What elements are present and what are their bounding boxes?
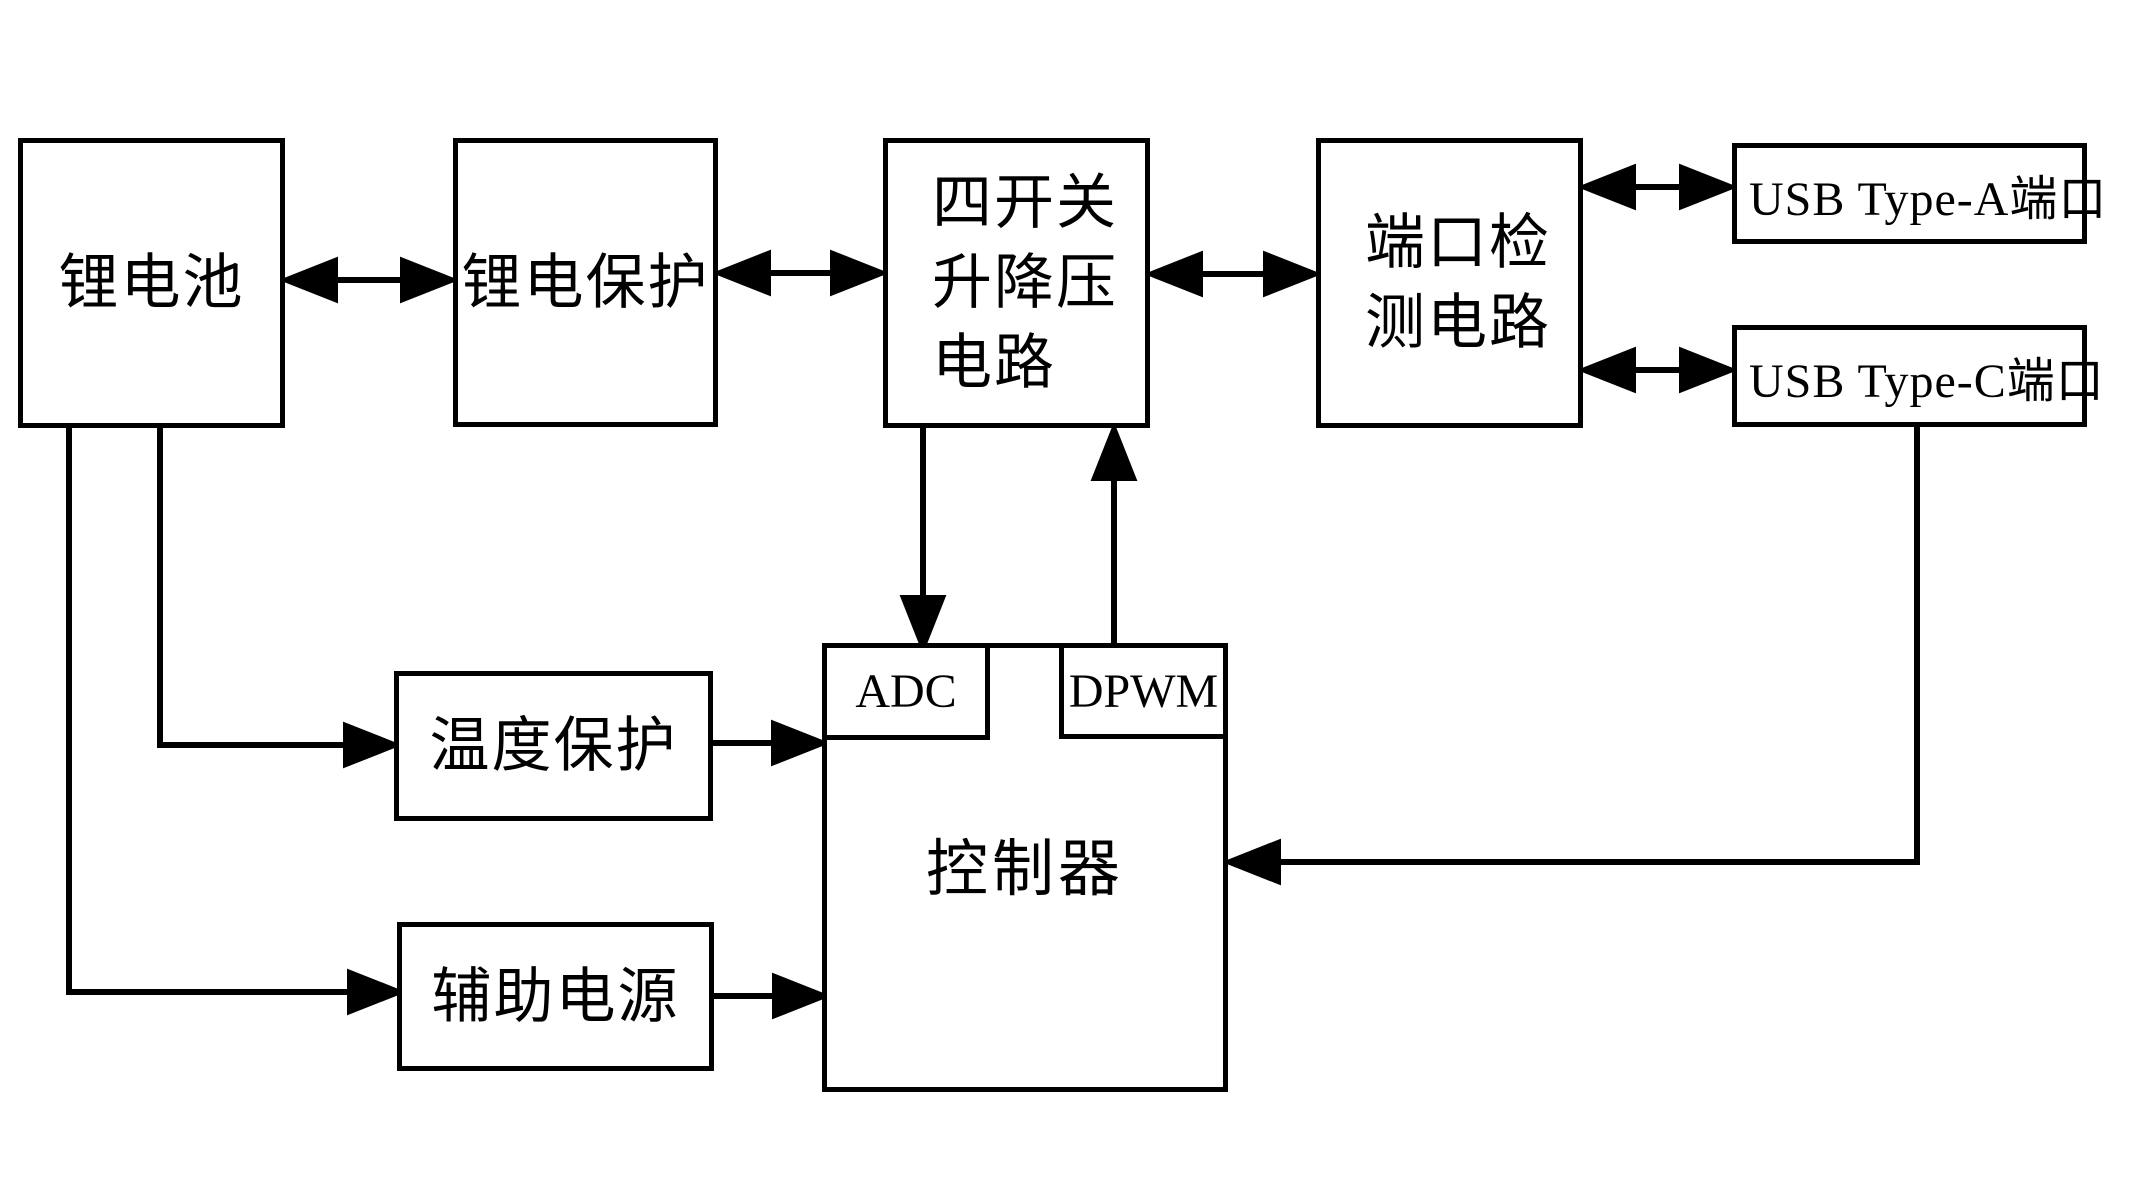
block-usb-type-a-label: USB Type-A端口 [1749,172,2108,226]
block-temperature-protection: 温度保护 [394,671,713,821]
block-adc-label: ADC [855,665,957,718]
connector-battery-tempprotect [157,425,403,769]
block-dpwm: DPWM [1059,643,1228,739]
arrowhead-right-icon [1679,163,1739,211]
block-adc: ADC [822,643,990,740]
arrowhead-left-icon [1576,163,1636,211]
block-battery-protection-label: 锂电保护 [461,249,710,316]
block-port-detection-line2: 测电路 [1365,290,1551,356]
block-dpwm-label: DPWM [1068,664,1219,718]
arrowhead-right-icon [400,256,460,304]
block-buck-boost-line3: 电路 [932,330,1056,396]
block-battery: 锂电池 [18,138,285,428]
connector-buckboost-adc [899,425,947,655]
connector-tempprotect-controller [713,719,831,767]
block-auxiliary-power-label: 辅助电源 [431,963,680,1030]
connector-auxpower-controller [714,972,832,1020]
block-buck-boost-line1: 四开关 [932,170,1118,236]
connector-protection-buckboost [711,249,890,297]
arrowhead-right-icon [771,719,831,767]
block-buck-boost-line2: 升降压 [932,250,1118,316]
arrowhead-right-icon [830,249,890,297]
connector-portdetect-usba [1576,163,1739,211]
connector-dpwm-buckboost [1090,421,1138,646]
block-port-detection: 端口检 测电路 [1316,138,1583,428]
block-battery-label: 锂电池 [58,250,245,316]
block-controller-label: 控制器 [925,836,1124,904]
block-usb-type-a: USB Type-A端口 [1732,143,2106,244]
arrowhead-left-icon [1576,346,1636,394]
connector-buckboost-portdetect [1143,250,1323,298]
connector-battery-auxpower [66,425,407,1016]
block-port-detection-line1: 端口检 [1365,210,1551,276]
arrowhead-left-icon [1143,250,1203,298]
block-usb-type-c-label: USB Type-C端口 [1749,355,2105,408]
arrowhead-right-icon [347,968,407,1016]
arrowhead-up-icon [1090,421,1138,481]
arrowhead-down-icon [899,595,947,655]
block-usb-type-c: USB Type-C端口 [1732,325,2104,427]
block-temperature-protection-label: 温度保护 [429,713,678,779]
block-auxiliary-power: 辅助电源 [397,922,714,1071]
arrowhead-right-icon [1679,346,1739,394]
arrowhead-right-icon [772,972,832,1020]
block-battery-protection: 锂电保护 [453,138,718,427]
arrowhead-right-icon [343,721,403,769]
arrowhead-left-icon [278,256,338,304]
arrowhead-left-icon [1221,838,1281,886]
connector-usbc-controller [1221,427,1920,886]
connector-battery-protection [278,256,460,304]
arrowhead-left-icon [711,249,771,297]
arrowhead-right-icon [1263,250,1323,298]
connector-portdetect-usbc [1576,346,1739,394]
block-buck-boost: 四开关 升降压 电路 [883,138,1150,428]
